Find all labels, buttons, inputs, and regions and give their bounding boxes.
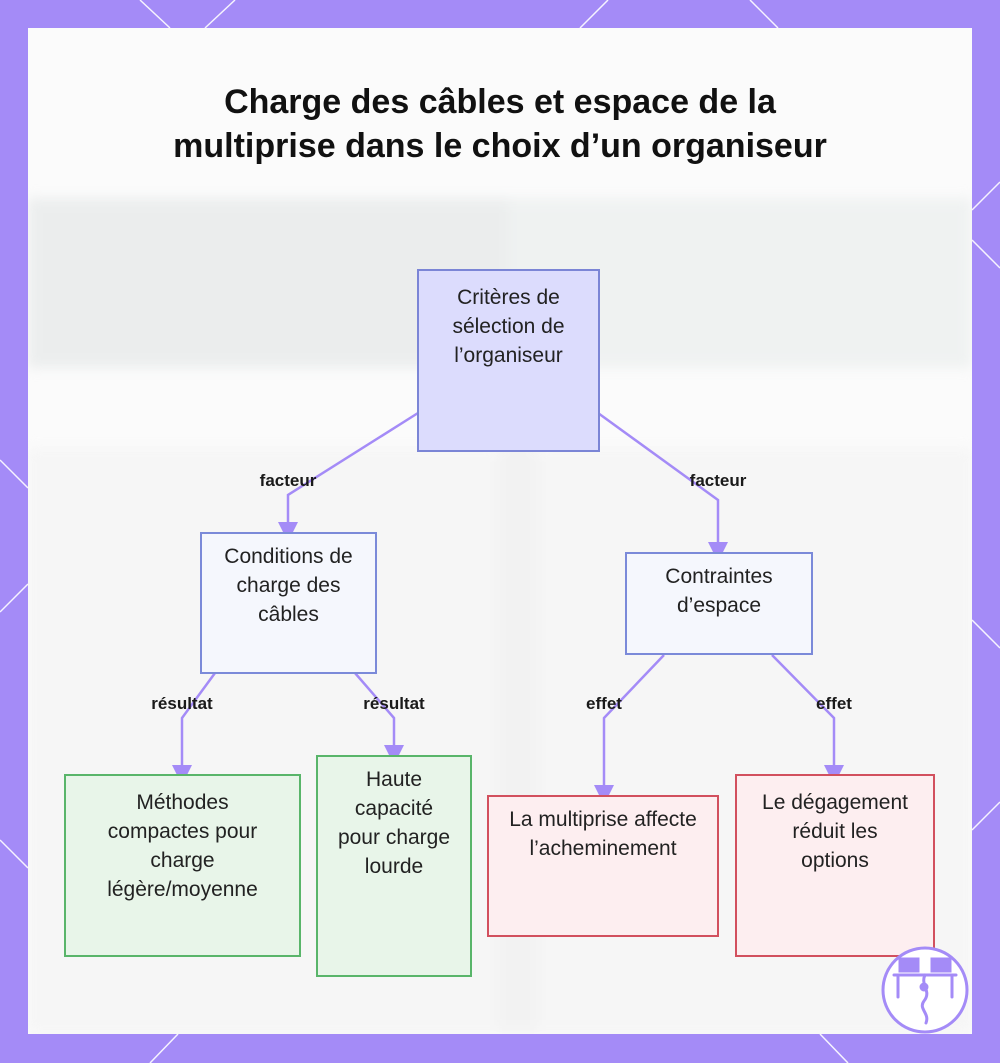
diagram-title: Charge des câbles et espace de la multip… <box>173 83 827 165</box>
node-cable-load: Conditions de charge des câbles <box>200 532 377 674</box>
edge-label-cable-high: résultat <box>363 694 425 713</box>
desk-organizer-logo-icon <box>881 946 969 1034</box>
edge-space-clearance <box>771 654 844 785</box>
edge-label-cable-compact: résultat <box>151 694 213 713</box>
edge-label-space-strip: effet <box>586 694 622 713</box>
edge-space-strip <box>594 654 665 805</box>
edge-cable-high <box>354 672 404 765</box>
edge-label-space-clearance: effet <box>816 694 852 713</box>
edge-label-root-space: facteur <box>689 471 747 490</box>
edge-label-root-cable: facteur <box>259 471 317 490</box>
edge-root-cable <box>278 411 419 542</box>
node-root: Critères de sélection de l’organiseur <box>417 269 600 452</box>
edge-root-space <box>597 411 728 562</box>
node-high-capacity: Haute capacité pour charge lourde <box>316 755 472 977</box>
node-compact-methods: Méthodes compactes pour charge légère/mo… <box>64 774 301 957</box>
node-power-strip: La multiprise affecte l’acheminement <box>487 795 719 937</box>
node-space-constraints: Contraintes d’espace <box>625 552 813 655</box>
node-clearance: Le dégagement réduit les options <box>735 774 935 957</box>
edge-cable-compact <box>172 672 217 785</box>
